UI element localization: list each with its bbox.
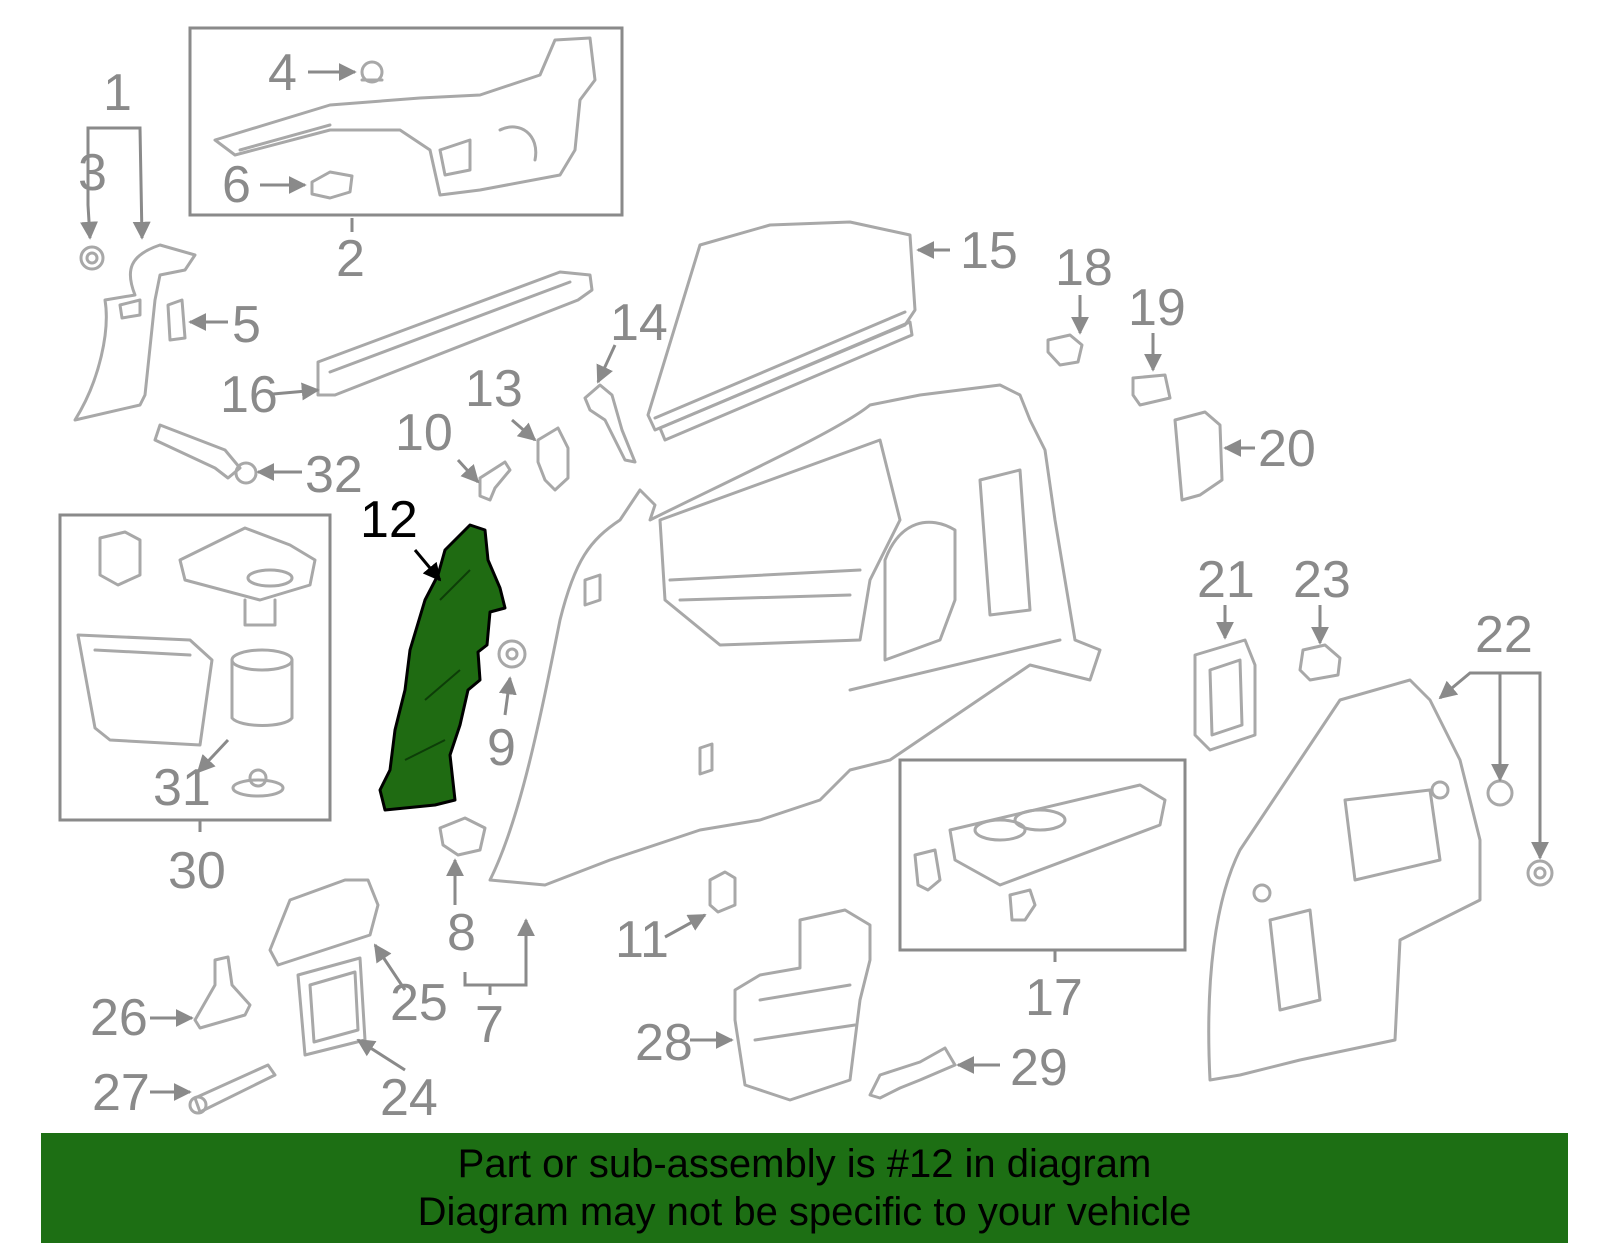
label-11: 11 [615, 911, 669, 969]
label-6: 6 [222, 156, 251, 214]
part-21 [1193, 638, 1257, 752]
label-14: 14 [610, 294, 668, 352]
label-20: 20 [1258, 420, 1316, 478]
part-3 [79, 245, 105, 271]
info-banner: Part or sub-assembly is #12 in diagram D… [41, 1133, 1568, 1243]
label-5: 5 [232, 296, 261, 354]
label-8: 8 [447, 904, 476, 962]
label-23: 23 [1293, 551, 1351, 609]
label-13: 13 [465, 360, 523, 418]
part-6 [310, 170, 354, 200]
part-14 [583, 383, 637, 464]
label-32: 32 [305, 446, 363, 504]
part-22-clip [1486, 779, 1514, 807]
part-11 [708, 870, 737, 914]
label-4: 4 [268, 44, 297, 102]
part-26 [193, 955, 252, 1030]
part-22 [1207, 678, 1482, 1082]
part-5 [166, 298, 187, 342]
part-2 [213, 36, 597, 197]
leader-lines [80, 63, 1549, 1101]
label-24: 24 [380, 1069, 438, 1127]
part-29 [868, 1046, 957, 1100]
label-17: 17 [1025, 969, 1083, 1027]
part-22-nut [1526, 859, 1554, 887]
part-9 [497, 639, 527, 669]
group-box-17 [898, 758, 1187, 952]
part-1 [73, 243, 197, 422]
part-13 [536, 426, 570, 492]
banner-line-1: Part or sub-assembly is #12 in diagram [457, 1142, 1152, 1186]
label-21: 21 [1197, 551, 1255, 609]
part-20 [1173, 410, 1224, 502]
label-27: 27 [92, 1064, 150, 1122]
label-2: 2 [336, 230, 365, 288]
group-box-30 [58, 513, 332, 822]
label-1: 1 [103, 64, 132, 122]
label-28: 28 [635, 1014, 693, 1072]
part-19 [1131, 373, 1172, 407]
label-10: 10 [395, 404, 453, 462]
group-box-2 [188, 26, 624, 217]
label-15: 15 [960, 222, 1018, 280]
part-17-contents [913, 783, 1167, 922]
part-4 [360, 60, 384, 84]
part-23 [1298, 643, 1342, 682]
label-31: 31 [153, 759, 211, 817]
banner-line-2: Diagram may not be specific to your vehi… [417, 1190, 1192, 1234]
part-24 [296, 956, 367, 1057]
part-32 [153, 423, 258, 485]
part-10 [478, 460, 512, 502]
label-12: 12 [360, 491, 418, 549]
label-19: 19 [1128, 279, 1186, 337]
part-28 [733, 908, 872, 1102]
label-9: 9 [487, 719, 516, 777]
label-16: 16 [220, 366, 278, 424]
label-7: 7 [475, 996, 504, 1054]
part-16 [316, 270, 594, 397]
label-25: 25 [390, 974, 448, 1032]
label-30: 30 [168, 842, 226, 900]
part-12-highlighted [378, 523, 507, 812]
label-18: 18 [1055, 239, 1113, 297]
part-7 [488, 383, 1102, 887]
label-29: 29 [1010, 1039, 1068, 1097]
part-15 [646, 220, 917, 442]
label-3: 3 [78, 144, 107, 202]
label-26: 26 [90, 989, 148, 1047]
part-18 [1046, 333, 1084, 367]
part-8 [438, 816, 487, 857]
part-30-contents [76, 526, 317, 798]
part-25 [268, 878, 380, 967]
part-27 [188, 1063, 277, 1115]
label-22: 22 [1475, 606, 1533, 664]
